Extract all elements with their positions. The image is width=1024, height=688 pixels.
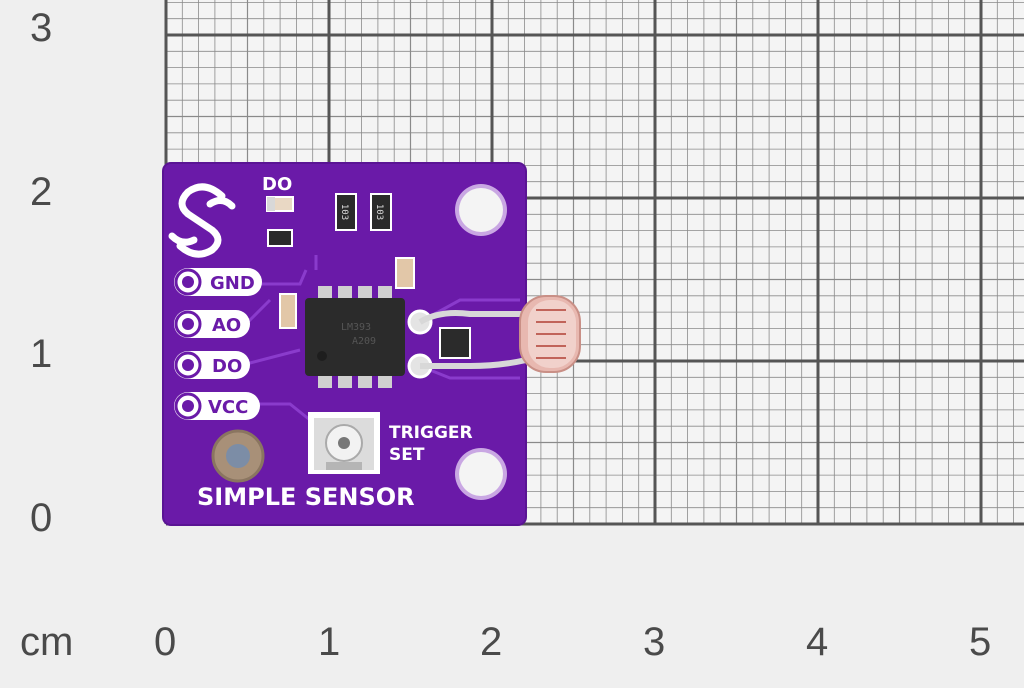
y-tick-0: 0 [30,496,53,540]
ic-pin-3 [358,286,372,300]
pin-do-hole [182,359,194,371]
pot-screw-icon [338,437,350,449]
led-label: DO [262,174,292,195]
brand-logo-icon [168,183,236,258]
pin-ao: AO [174,310,250,338]
board-name: SIMPLE SENSOR [197,483,415,511]
photoresistor [418,295,581,373]
pin-do: DO [174,351,250,379]
sensor-board: DO 103 103 [162,162,527,526]
ic-pin-6 [338,374,352,388]
resistor-r1 [335,193,357,231]
pin-do-label: DO [212,356,242,377]
pin-gnd-label: GND [210,273,255,294]
ic-pin-8 [378,374,392,388]
x-tick-2: 2 [480,620,503,664]
ic-pin-1 [318,286,332,300]
pin-vcc-hole [182,400,194,412]
x-tick-0: 0 [154,620,177,664]
photoresistor-pattern [536,309,566,359]
resistor-r2-marking: 103 [374,204,384,220]
ic-pin-4 [378,286,392,300]
x-tick-3: 3 [643,620,666,664]
capacitor-c1 [267,229,293,247]
pin-vcc: VCC [174,392,260,420]
led-end-cap [267,197,275,211]
pin-gnd-hole [182,276,194,288]
pot-base [326,462,362,470]
mounting-hole-bottom [459,452,503,496]
resistor-r2 [370,193,392,231]
ic-marking-line1: LM393 [341,322,371,333]
sensor-lead-2 [420,357,527,369]
pin-ao-hole [182,318,194,330]
x-tick-5: 5 [969,620,992,664]
pot-label-set: SET [389,445,425,465]
x-tick-1: 1 [318,620,341,664]
ic-pin-5 [318,374,332,388]
capacitor-c3 [279,293,297,329]
pot-label-trigger: TRIGGER [389,423,473,443]
ic-pin-2 [338,286,352,300]
y-tick-3: 3 [30,6,53,50]
smd-diode [439,327,471,359]
ic-pin1-marker [317,351,327,361]
capacitor-c2 [395,257,415,289]
y-tick-1: 1 [30,332,53,376]
mounting-hole-top [459,188,503,232]
y-tick-2: 2 [30,170,53,214]
sensor-lead-1 [418,310,526,325]
ic-pin-7 [358,374,372,388]
resistor-r1-marking: 103 [339,204,349,220]
pin-vcc-label: VCC [208,397,248,418]
unit-label: cm [20,620,74,664]
ic-marking-line2: A209 [352,336,376,347]
pin-ao-label: AO [212,315,241,336]
grid-major-lines [164,0,1024,526]
ic-chip [305,298,405,376]
gold-pad-center [226,444,250,468]
x-tick-4: 4 [806,620,829,664]
pin-gnd: GND [174,268,262,296]
